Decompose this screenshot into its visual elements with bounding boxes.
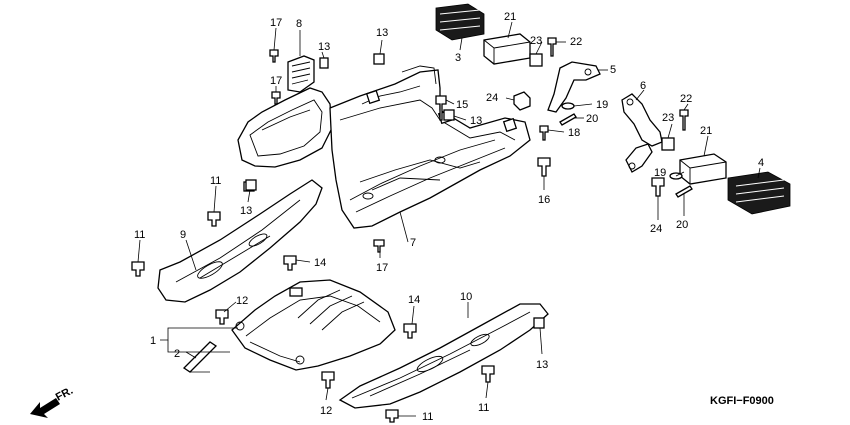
callout-14b: 14 — [408, 294, 420, 306]
callout-23a: 23 — [530, 35, 542, 47]
diagram-code: KGFI−F0900 — [710, 395, 774, 407]
callout-11d: 11 — [478, 402, 489, 414]
callout-2: 2 — [174, 348, 180, 360]
callout-5: 5 — [610, 64, 616, 76]
callout-9: 9 — [180, 229, 186, 241]
callout-13b: 13 — [376, 27, 388, 39]
lower-tray — [231, 279, 396, 371]
callout-16: 16 — [538, 194, 550, 206]
callout-3: 3 — [455, 52, 461, 64]
footrest-rubber-left — [435, 3, 485, 41]
callout-23b: 23 — [662, 112, 674, 124]
callout-12a: 12 — [236, 295, 248, 307]
callout-18: 18 — [568, 127, 580, 139]
front-direction-arrow — [30, 398, 60, 418]
arrow-icon — [30, 398, 60, 418]
callout-11a: 11 — [134, 229, 145, 241]
callout-13d: 13 — [240, 205, 252, 217]
callout-8: 8 — [296, 18, 302, 30]
main-floor-frame — [329, 65, 531, 229]
callout-19b: 19 — [654, 167, 666, 179]
footrest-bar-left — [483, 33, 531, 65]
callout-4: 4 — [758, 157, 764, 169]
right-floor-side — [338, 303, 549, 409]
leader-lines — [137, 21, 761, 417]
front-direction-label: FR. — [54, 385, 75, 404]
callout-22a: 22 — [570, 36, 582, 48]
callout-13c: 13 — [470, 115, 482, 127]
grille-cover — [287, 55, 315, 93]
callout-19a: 19 — [596, 99, 608, 111]
callout-7: 7 — [410, 237, 416, 249]
callout-22b: 22 — [680, 93, 692, 105]
left-inner-cover — [237, 87, 333, 168]
bracket-lower — [621, 93, 663, 173]
callout-11c: 11 — [422, 411, 433, 423]
callout-14a: 14 — [314, 257, 326, 269]
callout-21b: 21 — [700, 125, 712, 137]
callout-24b: 24 — [650, 223, 662, 235]
callout-13a: 13 — [318, 41, 330, 53]
rubber-strip — [182, 341, 218, 373]
callout-17b: 17 — [270, 75, 282, 87]
callout-20b: 20 — [676, 219, 688, 231]
bracket-upper — [547, 61, 601, 113]
callout-11b: 11 — [210, 175, 221, 187]
callout-1: 1 — [150, 335, 156, 347]
callout-10: 10 — [460, 291, 472, 303]
callout-6: 6 — [640, 80, 646, 92]
callout-15: 15 — [456, 99, 468, 111]
callout-13e: 13 — [536, 359, 548, 371]
callout-17a: 17 — [270, 17, 282, 29]
callout-12b: 12 — [320, 405, 332, 417]
footrest-rubber-right — [727, 171, 791, 215]
footrest-bar-right — [679, 153, 727, 185]
callout-21a: 21 — [504, 11, 516, 23]
callout-24a: 24 — [486, 92, 498, 104]
callout-17c: 17 — [376, 262, 388, 274]
callout-20a: 20 — [586, 113, 598, 125]
